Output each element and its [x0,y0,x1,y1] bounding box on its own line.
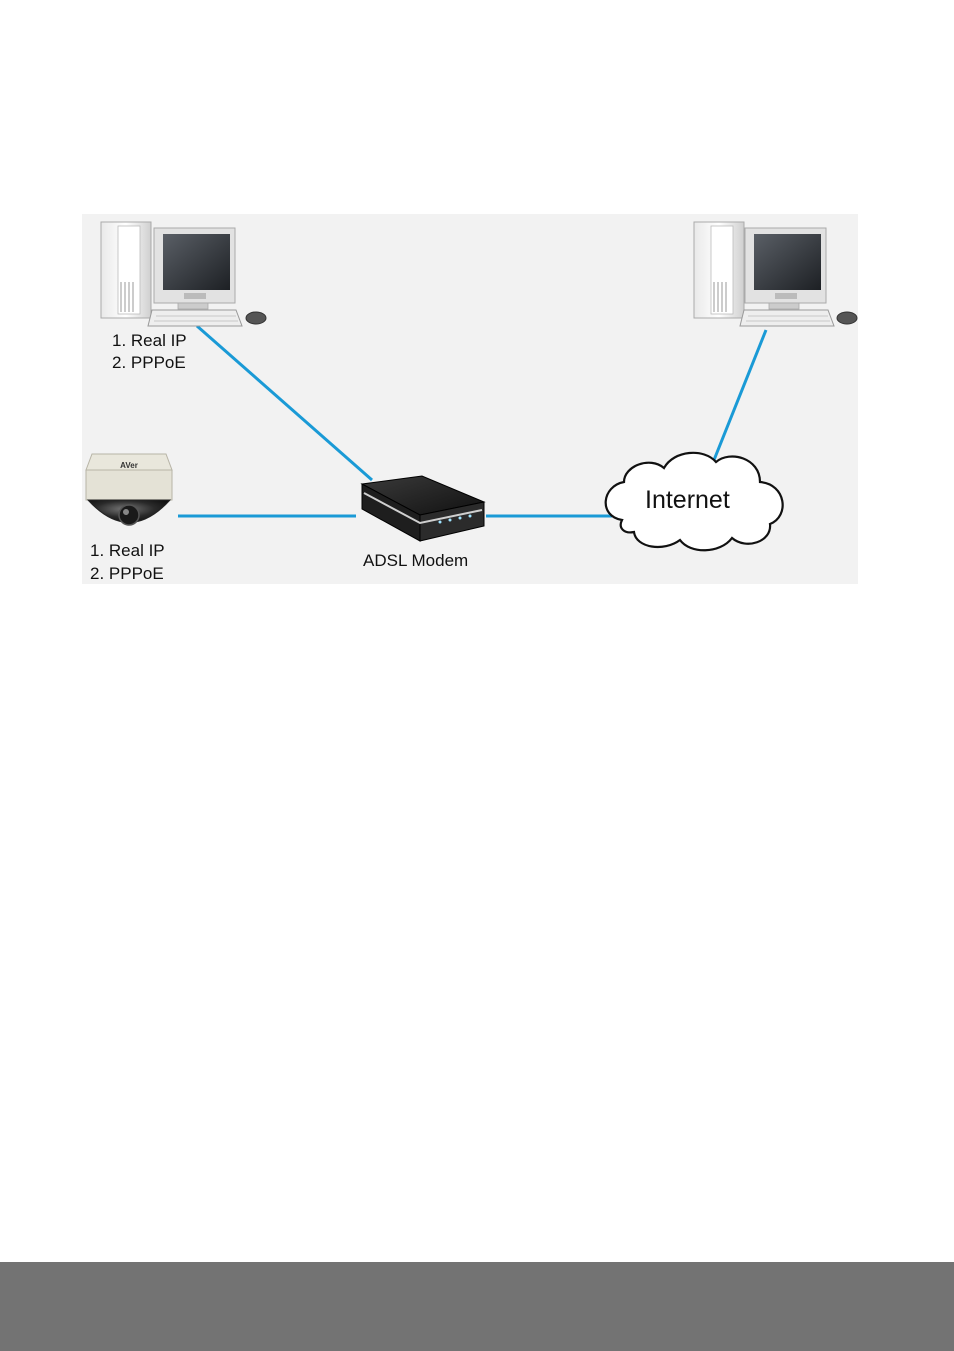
camera-label-real-ip: 1. Real IP [90,540,165,561]
footer-bar [0,1262,954,1351]
link-local-pc-modem [197,326,372,480]
local-pc-icon [101,222,266,326]
camera-brand-logo: AVer [120,461,138,470]
camera-label-pppoe: 2. PPPoE [90,563,164,584]
link-internet-remote-pc [714,330,766,460]
modem-label: ADSL Modem [363,550,468,571]
internet-label: Internet [645,486,730,514]
ip-camera-icon: AVer [86,454,172,525]
adsl-modem-icon [362,476,484,541]
local-pc-label-pppoe: 2. PPPoE [112,352,186,373]
remote-pc-icon [694,222,857,326]
local-pc-label-real-ip: 1. Real IP [112,330,187,351]
